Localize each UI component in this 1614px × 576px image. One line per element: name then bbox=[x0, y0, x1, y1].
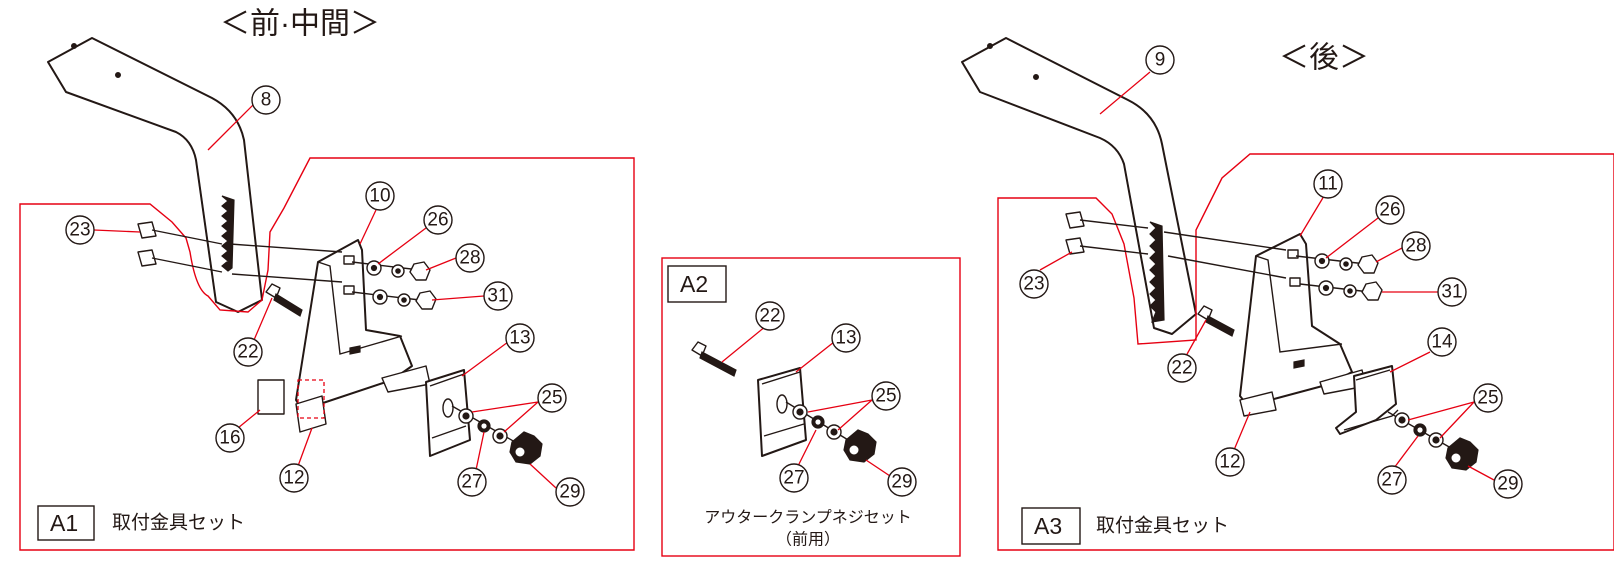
callout-13: 13 bbox=[509, 328, 530, 349]
clamp-plate-part-13-a2 bbox=[757, 367, 807, 457]
knob-assembly-rear bbox=[1387, 411, 1479, 471]
label-area-outline bbox=[297, 379, 325, 419]
kit-a2-frame bbox=[661, 257, 961, 557]
kit-a1-frame bbox=[19, 157, 635, 551]
kit-a2-tag-box bbox=[667, 265, 727, 303]
bracket-part-11 bbox=[1163, 231, 1367, 417]
callout-26: 26 bbox=[427, 210, 448, 231]
callout-31: 31 bbox=[487, 286, 508, 307]
callout-rear-28: 28 bbox=[1405, 236, 1426, 257]
kit-a2-note-line2: （前用） bbox=[776, 531, 840, 549]
callout-8: 8 bbox=[261, 90, 272, 111]
kit-a1-tag-box bbox=[37, 505, 95, 541]
bolt-part-22-a2 bbox=[691, 341, 737, 377]
callout-23: 23 bbox=[69, 220, 90, 241]
arm-part-9 bbox=[961, 37, 1197, 335]
callout-a2-29: 29 bbox=[891, 472, 912, 493]
callout-29: 29 bbox=[559, 482, 580, 503]
kit-a3-tag: A3 bbox=[1034, 513, 1062, 539]
callout-a2-22: 22 bbox=[759, 306, 780, 327]
arm-part-8 bbox=[47, 37, 263, 313]
label-part-16 bbox=[257, 379, 285, 415]
callout-25: 25 bbox=[541, 388, 562, 409]
bolt-part-22 bbox=[265, 283, 303, 317]
view-title-rear: ＜後＞ bbox=[1279, 42, 1369, 75]
view-title-front-middle: ＜前·中間＞ bbox=[220, 8, 380, 41]
callout-a2-25: 25 bbox=[875, 386, 896, 407]
kit-a3-tag-box bbox=[1021, 507, 1081, 545]
bolt-part-23-rear bbox=[1065, 211, 1149, 255]
callout-rear-25: 25 bbox=[1477, 388, 1498, 409]
callout-rear-22: 22 bbox=[1171, 358, 1192, 379]
callout-11: 11 bbox=[1318, 174, 1338, 195]
callout-a2-13: 13 bbox=[835, 328, 856, 349]
callout-22: 22 bbox=[237, 342, 258, 363]
kit-a1-tag: A1 bbox=[50, 510, 78, 536]
callout-27: 27 bbox=[461, 472, 482, 493]
callout-16: 16 bbox=[219, 428, 240, 449]
bolt-part-22-rear bbox=[1197, 305, 1235, 337]
callouts-rear: 9 11 26 28 23 31 22 14 25 12 27 29 bbox=[1019, 45, 1523, 499]
callouts-front: 8 10 26 28 23 31 22 13 25 16 12 27 bbox=[65, 85, 585, 507]
callout-a2-27: 27 bbox=[783, 468, 804, 489]
clamp-part-14 bbox=[1335, 365, 1399, 435]
bolt-part-23 bbox=[137, 221, 223, 273]
kit-a2-note-line1: アウタークランプネジセット bbox=[704, 509, 912, 527]
callout-rear-31: 31 bbox=[1441, 282, 1462, 303]
callout-rear-27: 27 bbox=[1381, 470, 1402, 491]
callout-14: 14 bbox=[1431, 332, 1453, 353]
hardware-rear-26-28-31 bbox=[1295, 253, 1383, 301]
callout-28: 28 bbox=[459, 248, 480, 269]
kit-a1-name: 取付金具セット bbox=[112, 512, 245, 534]
callout-12: 12 bbox=[283, 468, 304, 489]
knob-assembly-front bbox=[451, 405, 543, 465]
callout-10: 10 bbox=[369, 186, 390, 207]
hardware-26-28-31 bbox=[351, 260, 437, 310]
callout-rear-23: 23 bbox=[1023, 274, 1044, 295]
callout-rear-12: 12 bbox=[1219, 452, 1240, 473]
knob-assembly-a2 bbox=[785, 401, 877, 463]
callout-9: 9 bbox=[1155, 50, 1166, 71]
callout-rear-26: 26 bbox=[1379, 200, 1400, 221]
bracket-part-10 bbox=[229, 239, 431, 433]
clamp-plate-part-13 bbox=[425, 369, 471, 457]
kit-a2-tag: A2 bbox=[680, 271, 708, 297]
callouts-a2: 22 13 25 27 29 bbox=[721, 301, 917, 497]
callout-rear-29: 29 bbox=[1497, 474, 1518, 495]
kit-a3-name: 取付金具セット bbox=[1096, 515, 1229, 537]
